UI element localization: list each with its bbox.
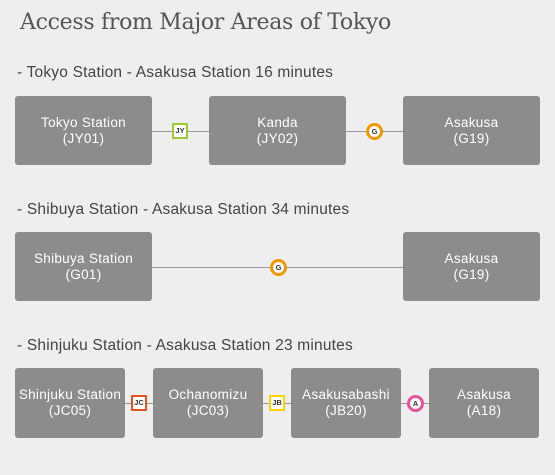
station-name: Shibuya Station (33, 250, 134, 266)
station-box-asakusabashi: Asakusabashi (JB20) (291, 368, 401, 438)
station-code: (JC03) (186, 403, 230, 418)
station-code: (G19) (453, 266, 490, 282)
line-badge-jb: JB (269, 395, 285, 411)
station-code: (G19) (453, 130, 490, 146)
station-code: (G01) (65, 266, 102, 282)
line-badge-g: G (366, 123, 383, 140)
station-name: Shinjuku Station (18, 387, 122, 402)
station-name: Kanda (257, 114, 298, 130)
station-code: (JB20) (325, 403, 367, 418)
station-box-ochanomizu: Ochanomizu (JC03) (153, 368, 263, 438)
line-badge-jy: JY (172, 123, 188, 139)
route-heading-shibuya: - Shibuya Station - Asakusa Station 34 m… (17, 201, 350, 218)
station-name: Tokyo Station (41, 114, 126, 130)
route-heading-tokyo: - Tokyo Station - Asakusa Station 16 min… (17, 64, 334, 81)
station-box-shinjuku: Shinjuku Station (JC05) (15, 368, 125, 438)
station-code: (JY01) (62, 130, 105, 146)
station-box-shibuya: Shibuya Station (G01) (15, 232, 152, 301)
line-badge-a: A (407, 395, 424, 412)
station-box-asakusa: Asakusa (G19) (403, 96, 540, 165)
station-box-asakusa: Asakusa (G19) (403, 232, 540, 301)
station-box-asakusa: Asakusa (A18) (429, 368, 539, 438)
station-code: (JC05) (48, 403, 92, 418)
line-badge-g: G (270, 259, 287, 276)
station-code: (JY02) (256, 130, 299, 146)
station-name: Asakusa (444, 114, 499, 130)
station-name: Asakusa (444, 250, 499, 266)
station-name: Asakusa (457, 387, 511, 402)
station-box-tokyo: Tokyo Station (JY01) (15, 96, 152, 165)
line-badge-jc: JC (131, 395, 147, 411)
route-heading-shinjuku: - Shinjuku Station - Asakusa Station 23 … (17, 337, 353, 354)
page-title: Access from Major Areas of Tokyo (20, 10, 391, 35)
station-box-kanda: Kanda (JY02) (209, 96, 346, 165)
station-code: (A18) (466, 403, 502, 418)
station-name: Ochanomizu (168, 387, 248, 402)
station-name: Asakusabashi (302, 387, 390, 402)
